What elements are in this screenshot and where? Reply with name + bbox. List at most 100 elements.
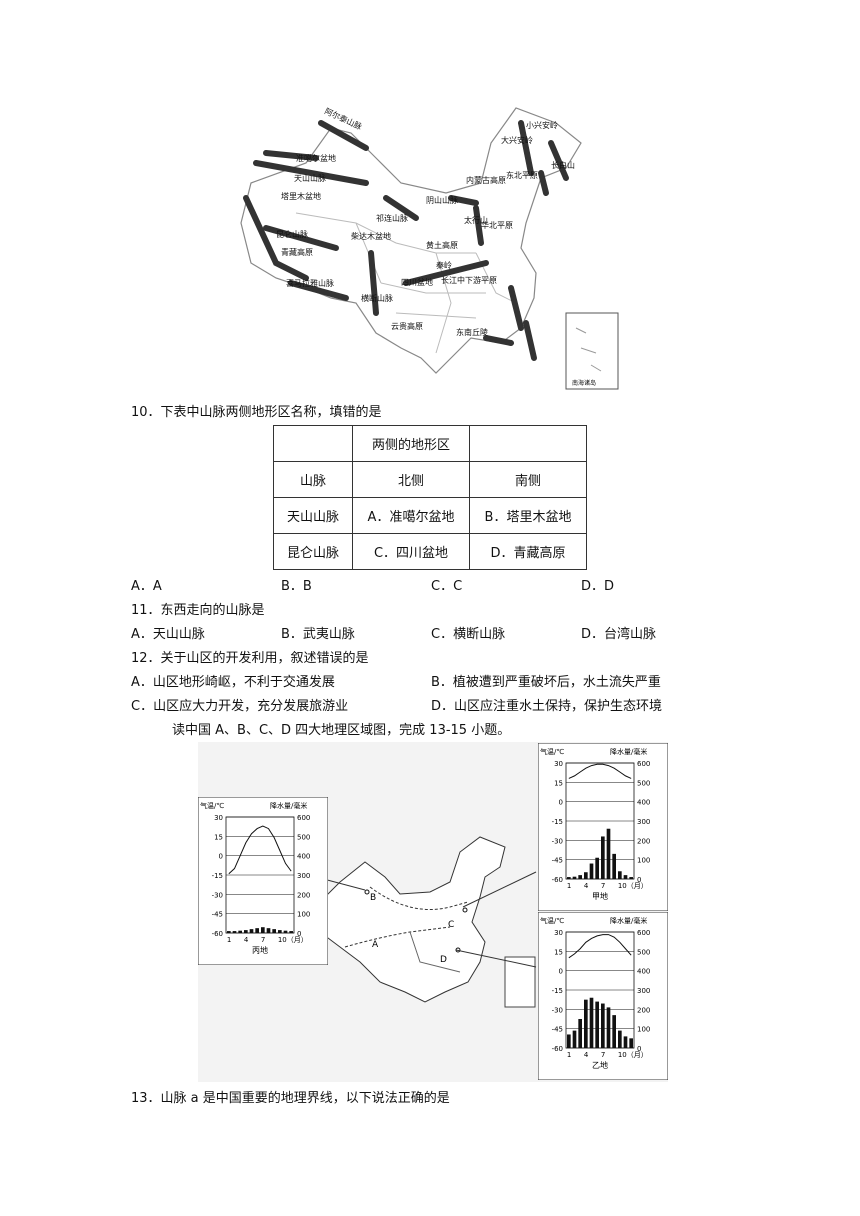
precip-bar <box>601 836 605 879</box>
precip-bar <box>612 1015 616 1048</box>
option-b[interactable]: B．武夷山脉 <box>281 627 355 642</box>
temp-tick: -45 <box>552 857 563 865</box>
precip-bar <box>572 1030 577 1048</box>
precip-tick: 500 <box>637 948 650 956</box>
temp-tick: -15 <box>212 872 223 880</box>
svg-text:天山山脉: 天山山脉 <box>294 173 326 183</box>
precip-bar <box>266 928 271 933</box>
precip-bar <box>572 876 577 879</box>
question-13: 13．山脉 a 是中国重要的地理界线，以下说法正确的是 <box>131 1091 450 1106</box>
option-a[interactable]: A．山区地形崎岖，不利于交通发展 <box>131 675 335 690</box>
precip-bar <box>595 1001 599 1048</box>
svg-text:青藏高原: 青藏高原 <box>281 247 313 257</box>
precip-tick: 0 <box>637 876 641 884</box>
precip-tick: 100 <box>637 857 650 865</box>
svg-text:准噶尔盆地: 准噶尔盆地 <box>296 153 336 163</box>
svg-text:内蒙古高原: 内蒙古高原 <box>466 175 506 185</box>
temp-tick: 30 <box>554 929 563 937</box>
option-c[interactable]: C．横断山脉 <box>431 627 506 642</box>
svg-text:大兴安岭: 大兴安岭 <box>501 135 533 145</box>
temp-tick: -30 <box>552 837 563 845</box>
precip-tick: 400 <box>637 799 650 807</box>
option-c[interactable]: C．山区应大力开发，充分发展旅游业 <box>131 699 349 714</box>
option-a[interactable]: A．A <box>131 579 162 594</box>
region-c-label: C <box>448 920 454 930</box>
svg-text:华北平原: 华北平原 <box>481 220 513 230</box>
option-a[interactable]: A．天山山脉 <box>131 627 205 642</box>
precip-tick: 300 <box>637 818 650 826</box>
option-d[interactable]: D．台湾山脉 <box>581 627 657 642</box>
svg-text:黄土高原: 黄土高原 <box>426 240 458 250</box>
precip-bar <box>606 1007 611 1048</box>
svg-text:秦岭: 秦岭 <box>436 260 452 270</box>
svg-text:长白山: 长白山 <box>551 160 575 170</box>
precip-bar <box>227 931 231 933</box>
option-b[interactable]: B．植被遭到严重破坏后，水土流失严重 <box>431 675 661 690</box>
precip-tick: 200 <box>637 837 650 845</box>
temp-tick: -60 <box>552 876 563 884</box>
temp-tick: -15 <box>552 818 563 826</box>
precip-bar <box>595 857 599 879</box>
temp-tick: 15 <box>554 779 563 787</box>
svg-text:横断山脉: 横断山脉 <box>361 293 393 303</box>
precip-bar <box>289 931 293 933</box>
precip-bar <box>601 1003 605 1048</box>
precip-axis-label: 降水量/毫米 <box>610 747 647 756</box>
svg-text:东北平原: 东北平原 <box>506 170 538 180</box>
precip-bar <box>255 928 259 933</box>
month-tick: 10（月） <box>618 1051 648 1059</box>
precip-bar <box>244 930 248 933</box>
temp-tick: -45 <box>212 911 223 919</box>
svg-text:阴山山脉: 阴山山脉 <box>426 195 458 205</box>
chart-name: 甲地 <box>592 891 608 901</box>
svg-text:东南丘陵: 东南丘陵 <box>456 327 488 337</box>
temp-tick: -15 <box>552 987 563 995</box>
precip-bar <box>278 930 282 933</box>
temp-line <box>568 763 632 779</box>
option-c[interactable]: C．C <box>431 579 463 594</box>
precip-bar <box>238 930 242 933</box>
temp-tick: -60 <box>552 1045 563 1053</box>
month-tick: 7 <box>601 1051 605 1059</box>
precip-tick: 600 <box>297 814 310 822</box>
temp-tick: -45 <box>552 1026 563 1034</box>
month-tick: 7 <box>261 936 265 944</box>
precip-bar <box>618 871 622 879</box>
precip-axis-label: 降水量/毫米 <box>270 801 307 810</box>
china-terrain-map: 南海诸岛 阿尔泰山脉 准噶尔盆地 天山山脉 塔里木盆地 昆仑山脉 青藏高原 喜马… <box>236 103 620 391</box>
month-tick: 4 <box>584 882 589 890</box>
precip-tick: 100 <box>637 1026 650 1034</box>
option-b[interactable]: B．B <box>281 579 312 594</box>
precip-tick: 200 <box>637 1006 650 1014</box>
precip-bar <box>232 931 237 933</box>
month-tick: 1 <box>567 882 571 890</box>
precip-bar <box>567 877 571 879</box>
precip-axis-label: 降水量/毫米 <box>610 916 647 925</box>
question-11: 11．东西走向的山脉是 <box>131 603 265 618</box>
precip-bar <box>283 930 288 933</box>
precip-bar <box>578 1019 582 1048</box>
svg-text:四川盆地: 四川盆地 <box>401 277 433 287</box>
precip-bar <box>612 853 616 879</box>
svg-text:太行山: 太行山 <box>464 215 488 225</box>
month-tick: 4 <box>584 1051 589 1059</box>
option-d[interactable]: D．山区应注重水土保持，保护生态环境 <box>431 699 663 714</box>
month-tick: 10（月） <box>618 882 648 890</box>
precip-tick: 300 <box>637 987 650 995</box>
precip-tick: 400 <box>637 968 650 976</box>
option-d[interactable]: D．D <box>581 579 615 594</box>
south-china-sea-label: 南海诸岛 <box>572 379 596 387</box>
precip-tick: 600 <box>637 760 650 768</box>
temp-tick: -30 <box>552 1006 563 1014</box>
precip-tick: 500 <box>637 779 650 787</box>
region-a-label: A <box>372 940 379 950</box>
precip-bar <box>589 997 594 1048</box>
temp-tick: -30 <box>212 891 223 899</box>
terrain-table: 两侧的地形区 山脉 北侧 南侧 天山山脉 A．准噶尔盆地 B．塔里木盆地 昆仑山… <box>273 425 587 570</box>
temp-tick: 30 <box>214 814 223 822</box>
question-12: 12．关于山区的开发利用，叙述错误的是 <box>131 651 369 666</box>
svg-text:塔里木盆地: 塔里木盆地 <box>281 191 321 201</box>
temp-axis-label: 气温/℃ <box>200 801 224 810</box>
svg-text:祁连山脉: 祁连山脉 <box>376 213 408 223</box>
